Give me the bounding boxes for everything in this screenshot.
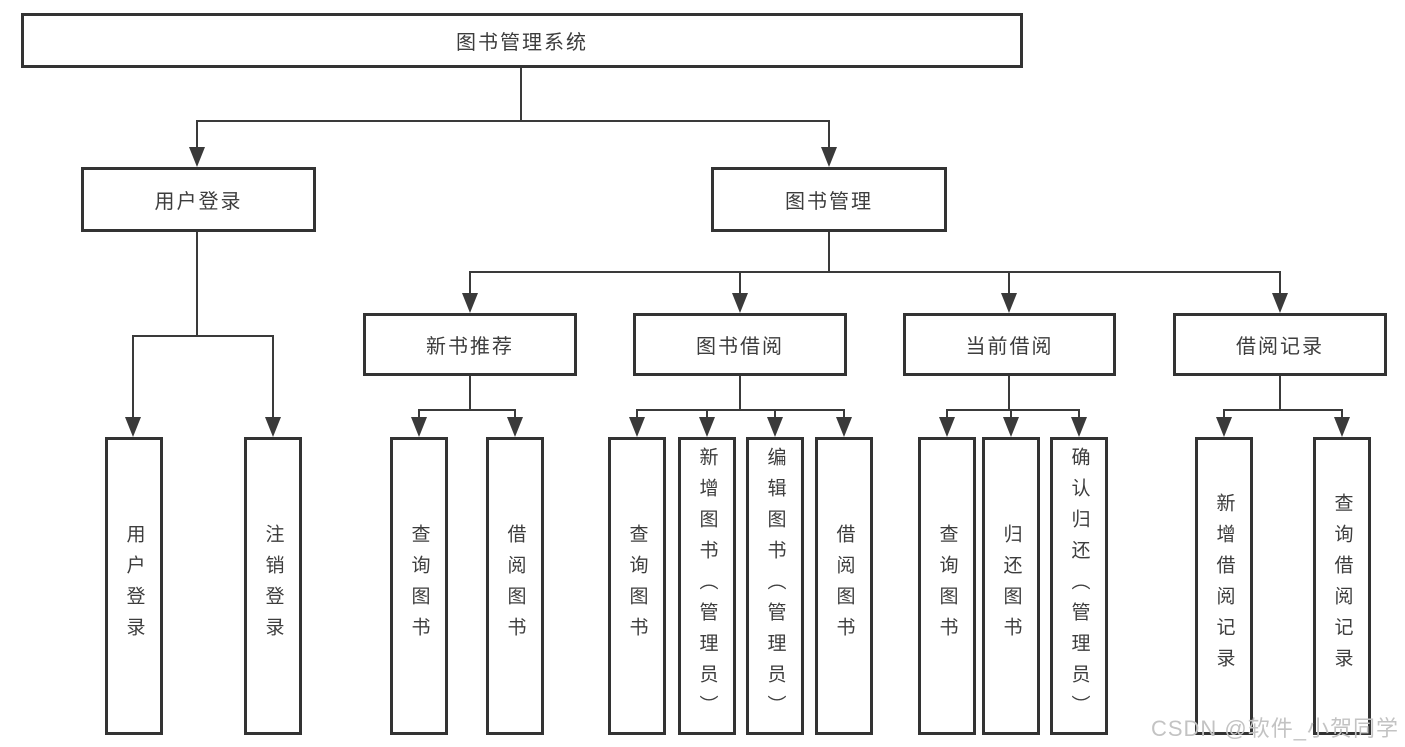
node-user-login: 用户登录 (81, 167, 316, 232)
node-leaf-borrow-books: 借阅图书 (815, 437, 873, 735)
connector-line (419, 409, 516, 411)
node-label: 用户登录 (123, 524, 145, 648)
node-leaf-add-books-admin: 新增图书（管理员） (678, 437, 736, 735)
arrow-down-icon (189, 147, 205, 167)
node-leaf-query-books-current: 查询图书 (918, 437, 976, 735)
arrow-down-icon (265, 417, 281, 437)
node-label: 借阅记录 (1236, 336, 1324, 358)
connector-line (1010, 409, 1012, 421)
connector-line (133, 335, 274, 337)
arrow-down-icon (629, 417, 645, 437)
arrow-down-icon (1272, 293, 1288, 313)
node-leaf-query-books-borrowing: 查询图书 (608, 437, 666, 735)
node-label: 查询图书 (936, 524, 958, 648)
connector-line (843, 409, 845, 421)
arrow-down-icon (125, 417, 141, 437)
connector-line (636, 409, 638, 421)
connector-line (828, 120, 830, 150)
arrow-down-icon (1071, 417, 1087, 437)
node-label: 新增图书（管理员） (696, 446, 718, 726)
node-leaf-edit-books-admin: 编辑图书（管理员） (746, 437, 804, 735)
arrow-down-icon (1334, 417, 1350, 437)
node-leaf-query-books-recommend: 查询图书 (390, 437, 448, 735)
arrow-down-icon (732, 293, 748, 313)
connector-line (132, 335, 134, 421)
node-label: 借阅图书 (504, 524, 526, 648)
node-borrowing-records: 借阅记录 (1173, 313, 1387, 376)
connector-line (774, 409, 776, 421)
node-label: 确认归还（管理员） (1068, 446, 1090, 726)
node-label: 注销登录 (262, 524, 284, 648)
node-leaf-borrow-books-recommend: 借阅图书 (486, 437, 544, 735)
connector-line (1223, 409, 1225, 421)
connector-line (1008, 271, 1010, 297)
connector-line (469, 376, 471, 410)
node-book-management: 图书管理 (711, 167, 947, 232)
connector-line (706, 409, 708, 421)
arrow-down-icon (821, 147, 837, 167)
node-current-borrowing: 当前借阅 (903, 313, 1116, 376)
connector-line (514, 409, 516, 421)
connector-line (1279, 271, 1281, 297)
connector-line (1279, 376, 1281, 410)
connector-line (946, 409, 948, 421)
connector-line (1078, 409, 1080, 421)
arrow-down-icon (1001, 293, 1017, 313)
node-book-borrowing: 图书借阅 (633, 313, 847, 376)
connector-line (196, 120, 198, 150)
node-label: 新书推荐 (426, 336, 514, 358)
node-label: 图书管理系统 (456, 32, 588, 54)
arrow-down-icon (1003, 417, 1019, 437)
node-label: 查询图书 (408, 524, 430, 648)
node-label: 用户登录 (154, 191, 243, 213)
connector-line (1224, 409, 1343, 411)
node-leaf-user-login: 用户登录 (105, 437, 163, 735)
node-new-book-recommendation: 新书推荐 (363, 313, 577, 376)
connector-line (739, 271, 741, 297)
connector-line (520, 68, 522, 121)
connector-line (470, 271, 1281, 273)
node-label: 查询图书 (626, 524, 648, 648)
connector-line (1341, 409, 1343, 421)
arrow-down-icon (939, 417, 955, 437)
connector-line (946, 409, 1080, 411)
connector-line (272, 335, 274, 421)
node-label: 图书借阅 (696, 336, 784, 358)
node-leaf-add-borrow-record: 新增借阅记录 (1195, 437, 1253, 735)
csdn-watermark: CSDN @软件_小贺同学 (1150, 716, 1399, 741)
connector-line (197, 120, 830, 122)
node-label: 图书管理 (785, 191, 873, 213)
connector-line (637, 409, 845, 411)
connector-line (469, 271, 471, 297)
connector-line (828, 232, 830, 273)
node-leaf-logout: 注销登录 (244, 437, 302, 735)
arrow-down-icon (507, 417, 523, 437)
node-leaf-return-books: 归还图书 (982, 437, 1040, 735)
node-label: 归还图书 (1000, 524, 1022, 648)
node-leaf-confirm-return-admin: 确认归还（管理员） (1050, 437, 1108, 735)
arrow-down-icon (462, 293, 478, 313)
node-label: 借阅图书 (833, 524, 855, 648)
connector-line (196, 232, 198, 337)
arrow-down-icon (411, 417, 427, 437)
node-library-management-system: 图书管理系统 (21, 13, 1023, 68)
connector-line (739, 376, 741, 410)
node-label: 当前借阅 (965, 336, 1054, 358)
arrow-down-icon (699, 417, 715, 437)
arrow-down-icon (836, 417, 852, 437)
connector-line (418, 409, 420, 421)
node-label: 新增借阅记录 (1213, 493, 1235, 679)
connector-line (1008, 376, 1010, 410)
node-leaf-query-borrow-record: 查询借阅记录 (1313, 437, 1371, 735)
arrow-down-icon (767, 417, 783, 437)
node-label: 查询借阅记录 (1331, 493, 1353, 679)
node-label: 编辑图书（管理员） (764, 446, 786, 726)
arrow-down-icon (1216, 417, 1232, 437)
